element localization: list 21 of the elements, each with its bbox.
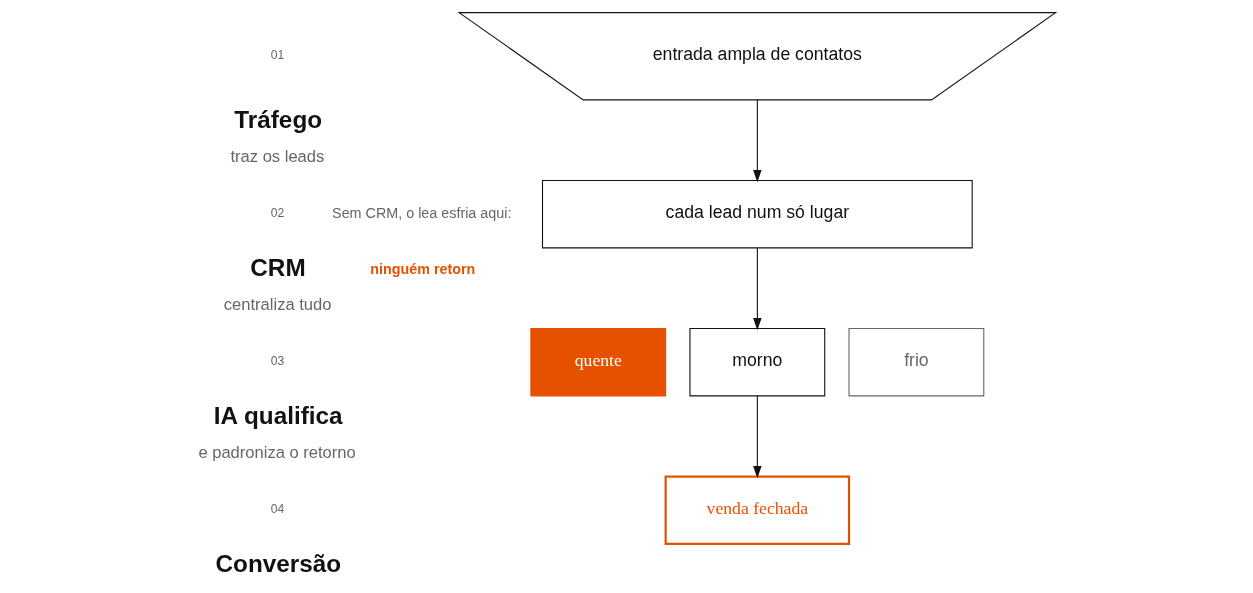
label: ninguém retorn xyxy=(369,260,475,277)
label: 02 xyxy=(270,206,284,221)
label: 01 xyxy=(270,48,284,63)
node-box: quente xyxy=(529,327,666,397)
label: centraliza tudo xyxy=(223,295,331,315)
node-box: morno xyxy=(688,327,825,397)
label: CRM xyxy=(249,254,306,282)
label: Conversão xyxy=(215,550,341,578)
label: traz os leads xyxy=(229,147,324,167)
arrow xyxy=(752,395,762,479)
label: 03 xyxy=(270,354,284,369)
label: e padroniza o retorno xyxy=(197,443,356,463)
arrow xyxy=(752,99,762,183)
label: 04 xyxy=(270,502,284,517)
arrow xyxy=(752,247,762,331)
label: Tráfego xyxy=(233,106,322,134)
node-box: venda fechada xyxy=(664,475,850,546)
label: Sem CRM, o lea esfria aqui: xyxy=(331,204,511,221)
node-box: frio xyxy=(847,327,984,397)
node-box: cada lead num só lugar xyxy=(541,179,973,249)
label: IA qualifica xyxy=(213,402,343,430)
